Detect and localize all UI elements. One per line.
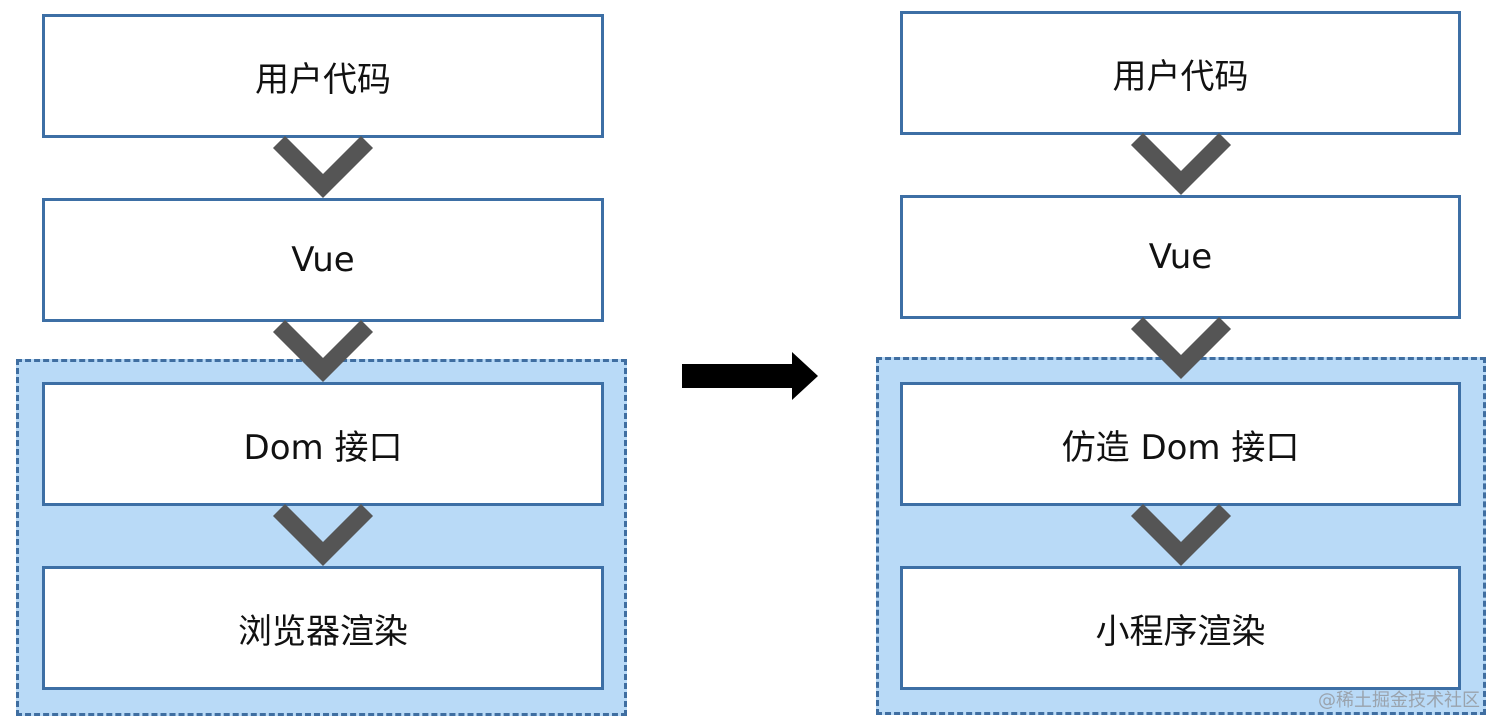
left-dom-interface-box: Dom 接口 [42,382,604,506]
right-chevron-3-icon [1130,503,1232,567]
right-vue-label: Vue [1148,237,1213,277]
right-fake-dom-interface-box: 仿造 Dom 接口 [900,382,1461,506]
right-user-code-label: 用户代码 [1112,56,1249,97]
transform-arrow-icon [682,352,818,400]
watermark: @稀土掘金技术社区 [1318,690,1480,711]
right-user-code-box: 用户代码 [900,11,1461,135]
left-user-code-label: 用户代码 [255,59,391,100]
right-miniprogram-render-label: 小程序渲染 [1095,611,1266,652]
right-vue-box: Vue [900,195,1461,319]
left-vue-label: Vue [291,240,355,280]
left-chevron-1-icon [272,135,374,199]
right-miniprogram-render-box: 小程序渲染 [900,566,1461,690]
right-chevron-2-icon [1130,316,1232,380]
left-chevron-2-icon [272,319,374,383]
left-chevron-3-icon [272,503,374,567]
left-browser-render-box: 浏览器渲染 [42,566,604,690]
left-dom-interface-label: Dom 接口 [243,427,403,468]
left-vue-box: Vue [42,198,604,322]
right-chevron-1-icon [1130,132,1232,196]
left-user-code-box: 用户代码 [42,14,604,138]
left-browser-render-label: 浏览器渲染 [238,611,408,652]
right-fake-dom-interface-label: 仿造 Dom 接口 [1061,427,1300,468]
